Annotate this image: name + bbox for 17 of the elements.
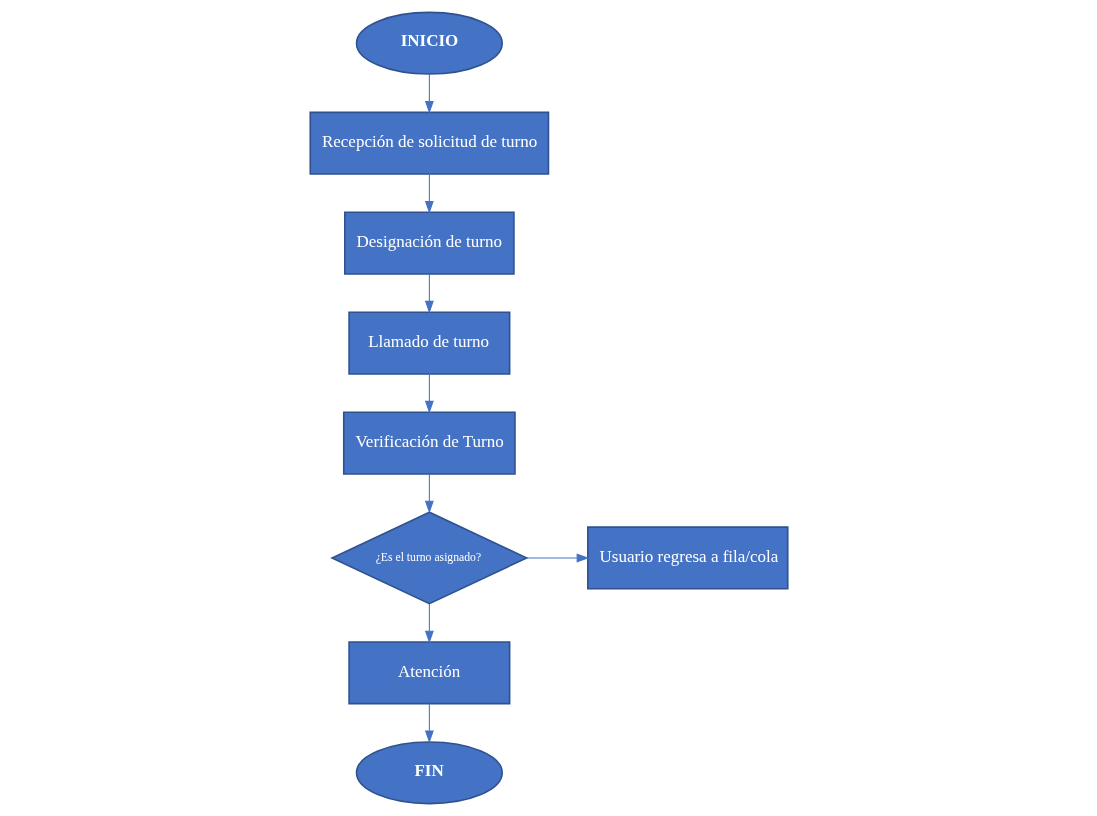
arrow	[424, 73, 434, 114]
arrow	[424, 473, 434, 514]
node-box: Verificación de Turno	[342, 411, 516, 475]
node-ellipse: INICIO	[355, 11, 503, 75]
arrow	[424, 273, 434, 314]
node-box: Atención	[347, 641, 510, 705]
node-diamond: ¿Es el turno asignado?	[329, 511, 529, 605]
node-box: Recepción de solicitud de turno	[308, 111, 549, 175]
arrow	[424, 603, 434, 644]
node-box: Designación de turno	[343, 211, 515, 275]
arrow	[424, 173, 434, 214]
arrow	[525, 553, 589, 563]
arrow	[424, 703, 434, 744]
node-box: Llamado de turno	[347, 311, 510, 375]
node-ellipse: FIN	[355, 741, 503, 805]
arrow	[424, 373, 434, 414]
node-box: Usuario regresa a fila/cola	[586, 526, 789, 590]
